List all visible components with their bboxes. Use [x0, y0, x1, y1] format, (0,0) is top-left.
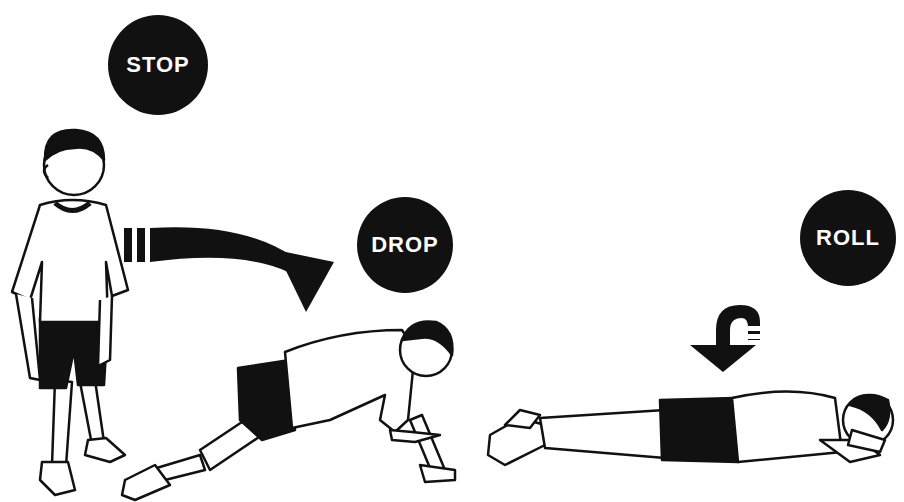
- ear: [44, 165, 48, 178]
- circle-fill: [800, 190, 896, 286]
- shoe: [122, 465, 170, 500]
- shoe: [40, 462, 75, 495]
- arm: [16, 294, 40, 380]
- arrow-stripe: [124, 228, 132, 262]
- step-label: DROP: [371, 232, 439, 258]
- label-circle: STOP: [108, 15, 208, 115]
- hair: [850, 395, 889, 430]
- legs: [540, 410, 665, 458]
- step-label: ROLL: [816, 225, 880, 251]
- arrow-head: [276, 250, 334, 312]
- arm: [98, 296, 112, 366]
- lying-boy: [488, 392, 893, 466]
- kneeling-boy: [122, 321, 455, 500]
- arrow-stripe: [748, 334, 762, 339]
- leg: [80, 380, 104, 445]
- arrow-stripe: [137, 228, 145, 262]
- hair: [402, 321, 452, 355]
- hand: [390, 430, 440, 442]
- leg: [52, 380, 72, 466]
- standing-boy: [12, 130, 128, 495]
- label-circle: DROP: [357, 197, 453, 293]
- shirt: [732, 392, 842, 463]
- arrow-body: [150, 227, 300, 272]
- shoe: [85, 438, 125, 462]
- hand: [420, 465, 455, 482]
- motion-arrow: [124, 227, 334, 312]
- step-label: STOP: [126, 52, 190, 78]
- circle-fill: [108, 15, 208, 115]
- roll-arrow: [690, 305, 762, 372]
- hair: [45, 130, 104, 160]
- arrow-head: [690, 345, 756, 372]
- shirt: [285, 330, 415, 432]
- arrow-stripe: [748, 326, 762, 331]
- shorts: [660, 398, 738, 462]
- label-circle: ROLL: [800, 190, 896, 286]
- circle-fill: [357, 197, 453, 293]
- collar: [55, 203, 90, 211]
- hands: [848, 430, 885, 452]
- shoe: [505, 410, 540, 428]
